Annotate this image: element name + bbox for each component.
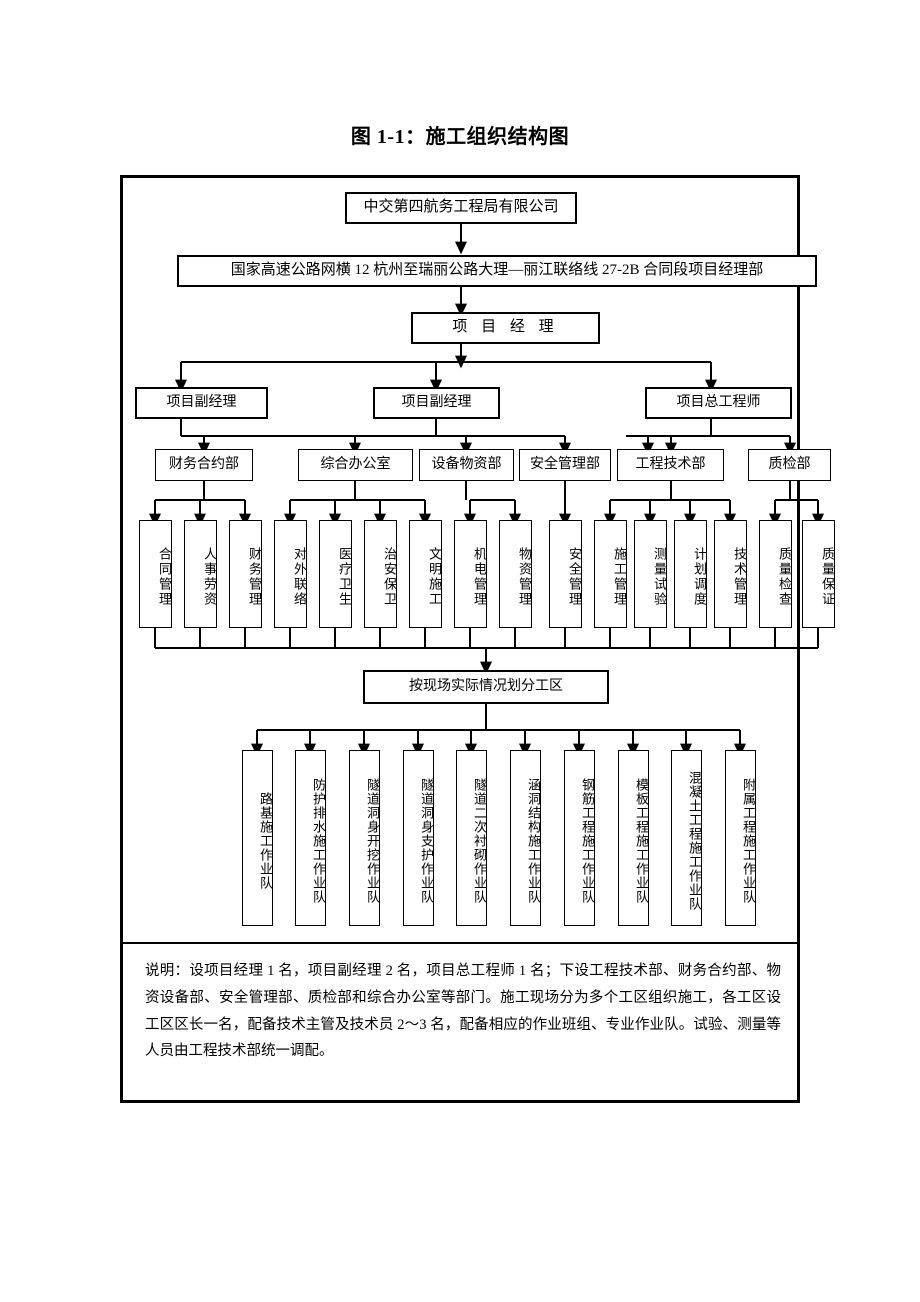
node-function-external-liaison[interactable]: 对外联络 [274,520,307,628]
node-team-formwork-engineering[interactable]: 模板工程施工作业队 [618,750,649,926]
node-department-engineering-technology[interactable]: 工程技术部 [617,449,724,481]
node-function-quality-inspection[interactable]: 质量检查 [759,520,792,628]
page-title: 图 1-1：施工组织结构图 [350,126,570,148]
node-function-construction-management[interactable]: 施工管理 [594,520,627,628]
note-text: 说明：设项目经理 1 名，项目副经理 2 名，项目总工程师 1 名；下设工程技术… [145,963,781,1060]
node-project-department[interactable]: 国家高速公路网横 12 杭州至瑞丽公路大理—丽江联络线 27-2B 合同段项目经… [177,255,817,287]
node-work-zone-division[interactable]: 按现场实际情况划分工区 [363,670,609,704]
node-project-manager[interactable]: 项 目 经 理 [411,312,600,344]
node-team-tunnel-support[interactable]: 隧道洞身支护作业队 [403,750,434,926]
node-function-quality-assurance[interactable]: 质量保证 [802,520,835,628]
node-function-electromechanical-management[interactable]: 机电管理 [454,520,487,628]
node-function-medical-health[interactable]: 医疗卫生 [319,520,352,628]
node-function-materials-management[interactable]: 物资管理 [499,520,532,628]
node-team-protection-drainage[interactable]: 防护排水施工作业队 [295,750,326,926]
node-team-subgrade-construction[interactable]: 路基施工作业队 [242,750,273,926]
node-team-rebar-engineering[interactable]: 钢筋工程施工作业队 [564,750,595,926]
node-function-safety-management[interactable]: 安全管理 [549,520,582,628]
node-function-financial-management[interactable]: 财务管理 [229,520,262,628]
node-deputy-manager-2[interactable]: 项目副经理 [373,387,500,419]
node-deputy-manager-1[interactable]: 项目副经理 [135,387,268,419]
node-department-finance-contract[interactable]: 财务合约部 [155,449,253,481]
node-department-general-office[interactable]: 综合办公室 [298,449,413,481]
node-chief-engineer[interactable]: 项目总工程师 [645,387,792,419]
node-function-survey-testing[interactable]: 测量试验 [634,520,667,628]
node-function-public-security[interactable]: 治安保卫 [364,520,397,628]
node-function-contract-management[interactable]: 合同管理 [139,520,172,628]
node-function-hr-labor[interactable]: 人事劳资 [184,520,217,628]
node-department-equipment-materials[interactable]: 设备物资部 [419,449,514,481]
node-function-civilized-construction[interactable]: 文明施工 [409,520,442,628]
node-function-planning-scheduling[interactable]: 计划调度 [674,520,707,628]
node-function-technical-management[interactable]: 技术管理 [714,520,747,628]
node-team-concrete-engineering[interactable]: 混凝土工程施工作业队 [671,750,702,926]
node-company[interactable]: 中交第四航务工程局有限公司 [345,192,577,224]
node-department-safety-management[interactable]: 安全管理部 [519,449,611,481]
node-team-ancillary-engineering[interactable]: 附属工程施工作业队 [725,750,756,926]
note-divider [123,942,797,944]
node-team-tunnel-excavation[interactable]: 隧道洞身开挖作业队 [349,750,380,926]
node-team-culvert-structure[interactable]: 涵洞结构施工作业队 [510,750,541,926]
node-team-tunnel-secondary-lining[interactable]: 隧道二次衬砌作业队 [456,750,487,926]
node-department-quality-inspection[interactable]: 质检部 [748,449,831,481]
